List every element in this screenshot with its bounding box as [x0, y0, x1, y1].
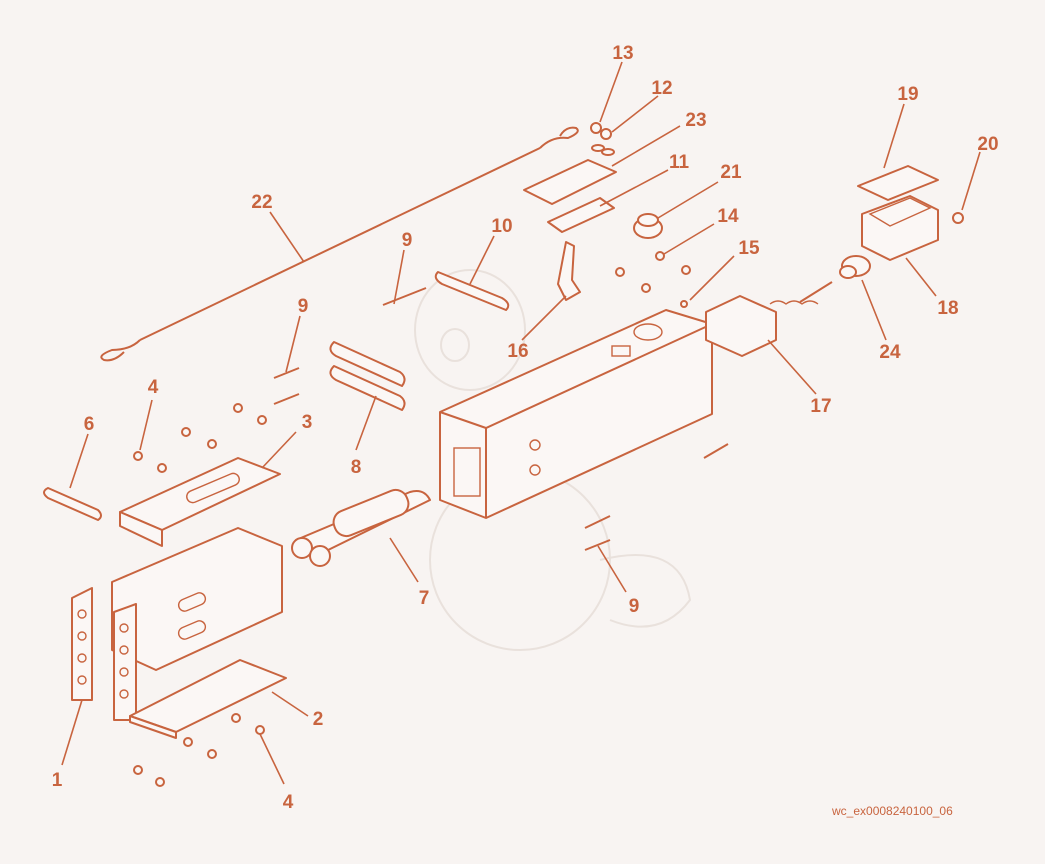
part-22-breakaway-cable: [100, 126, 579, 362]
part-21-grommet: [633, 213, 663, 239]
callout-6: 6: [84, 414, 95, 435]
part-20-bolt: [952, 212, 964, 224]
part-11-plate: [547, 197, 615, 233]
part-19-gasket: [857, 165, 939, 201]
callout-7: 7: [419, 588, 430, 609]
callout-19: 19: [897, 84, 918, 105]
callout-22: 22: [251, 192, 272, 213]
part-6-roller: [43, 487, 102, 521]
callout-17: 17: [810, 396, 831, 417]
part-18-master-cylinder: [861, 195, 939, 261]
part-8-rollers: [329, 341, 406, 411]
callout-4-top: 4: [148, 377, 159, 398]
part-9-pins: [273, 287, 729, 551]
callout-16: 16: [507, 341, 528, 362]
callout-9-bottom: 9: [629, 596, 640, 617]
leader-lines: [61, 61, 981, 785]
callout-20: 20: [977, 134, 998, 155]
part-14-15-small-hardware: [615, 251, 691, 308]
callout-12: 12: [651, 78, 672, 99]
part-23-lever-plate: [523, 159, 617, 205]
reference-code: wc_ex0008240100_06: [832, 804, 953, 818]
callout-23: 23: [685, 110, 706, 131]
part-16-lever: [557, 241, 581, 301]
callout-14: 14: [717, 206, 739, 227]
part-4-bolts: [133, 403, 267, 787]
part-12-13-fasteners: [590, 122, 615, 156]
callout-24: 24: [879, 342, 901, 363]
part-2-channel: [129, 659, 287, 739]
part-7-damper: [291, 488, 431, 567]
callout-11: 11: [669, 152, 690, 173]
part-17-spring-assembly: [705, 281, 833, 357]
callout-1: 1: [52, 770, 63, 791]
part-3-plate: [119, 457, 281, 547]
callout-10: 10: [491, 216, 512, 237]
callout-15: 15: [738, 238, 760, 259]
callout-18: 18: [937, 298, 958, 319]
callout-9-center: 9: [402, 230, 413, 251]
callout-8: 8: [351, 457, 362, 478]
callout-2: 2: [313, 709, 324, 730]
callout-21: 21: [720, 162, 742, 183]
callout-13: 13: [612, 43, 633, 64]
part-24-fitting: [839, 255, 871, 279]
callout-9-left: 9: [298, 296, 309, 317]
callout-labels: 1 2 3 4 4 6 7 8 9 9 9 10 11 12 13 14 15 …: [52, 43, 999, 813]
main-housing-tube: [439, 309, 713, 519]
part-10-pin: [434, 271, 510, 311]
callout-4-bottom: 4: [283, 792, 294, 813]
part-1-mount-bracket: [71, 527, 283, 721]
callout-3: 3: [302, 412, 313, 433]
